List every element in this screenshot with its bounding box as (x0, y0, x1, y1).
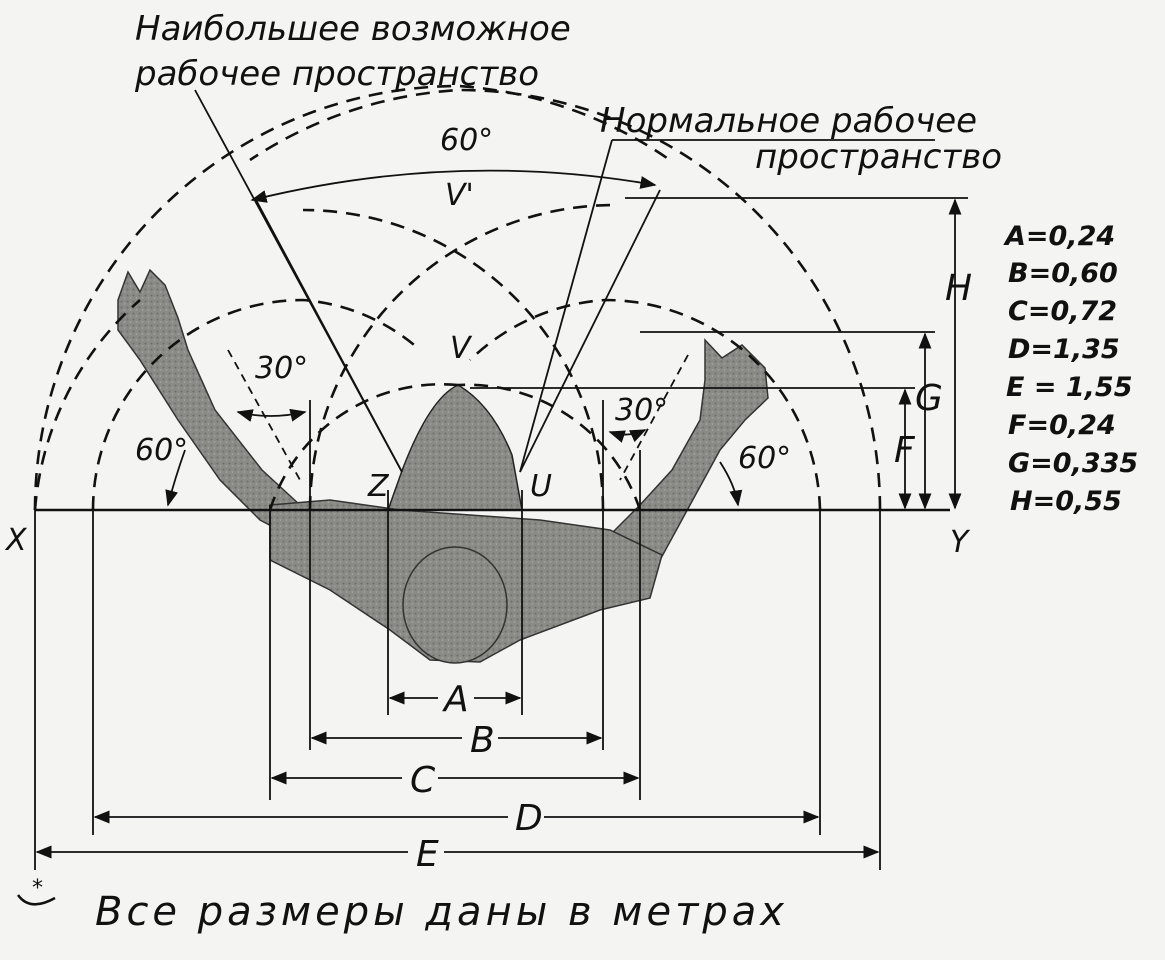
angle-30-right-arrow (608, 429, 647, 443)
point-v-prime: V' (445, 178, 474, 213)
legend-d: D=1,35 (1008, 334, 1120, 365)
legend-e: E = 1,55 (1006, 372, 1132, 403)
label-max-space-line1: Наибольшее возможное (135, 9, 571, 49)
legend-a: A=0,24 (1003, 221, 1115, 252)
legend-f: F=0,24 (1008, 410, 1116, 441)
dim-letter-c: C (410, 760, 436, 801)
legend-c: C=0,72 (1008, 296, 1117, 327)
normal-arc-left (91, 298, 421, 511)
dim-letter-b: B (470, 720, 495, 761)
dim-letter-f: F (894, 430, 916, 471)
angle-30-left: 30° (255, 351, 308, 386)
dimension-legend: A=0,24 B=0,60 C=0,72 D=1,35 E = 1,55 F=0… (1003, 221, 1138, 517)
legend-g: G=0,335 (1008, 448, 1138, 479)
legend-h: H=0,55 (1010, 486, 1122, 517)
angle-60-top: 60° (440, 123, 493, 158)
human-figure (117, 268, 769, 664)
footnote-mark-icon: * (16, 876, 56, 906)
angle-60-left-arrow (165, 449, 186, 507)
max-arc-left-inner (33, 299, 141, 511)
dim-letter-e: E (416, 834, 439, 875)
label-normal-space-line1: Нормальное рабочее (600, 101, 977, 141)
normal-overlap-zone (386, 384, 523, 511)
point-v: V (450, 331, 473, 366)
max-arc-left (33, 84, 671, 511)
leader-normal-space-1 (519, 139, 613, 473)
svg-text:*: * (32, 876, 43, 901)
footnote-text: Все размеры даны в метрах (95, 889, 788, 935)
point-u: U (530, 469, 552, 504)
dim-letter-h: H (945, 268, 972, 309)
angle-60-left: 60° (135, 433, 188, 468)
label-max-space-line2: рабочее пространство (134, 54, 539, 94)
axis-y-label: Y (950, 525, 971, 560)
angle-30-right-line (619, 354, 689, 481)
label-normal-space-line2: пространство (755, 137, 1002, 177)
leader-normal-space-2 (519, 189, 661, 473)
dim-letter-d: D (515, 798, 543, 839)
normal-arc-left-mid (268, 383, 459, 511)
axis-x-label: X (4, 523, 28, 558)
normal-arc-right-mid (457, 383, 642, 511)
dim-letter-a: A (442, 679, 469, 720)
angle-30-right: 30° (615, 393, 668, 428)
head (402, 546, 508, 664)
angle-60-right: 60° (738, 441, 791, 476)
leader-max-space-2 (254, 197, 403, 473)
legend-b: B=0,60 (1008, 258, 1118, 289)
angle-60-right-arrow (719, 461, 743, 507)
angle-60-top-arc (250, 169, 657, 203)
max-arc-center-right (302, 208, 605, 511)
angle-30-left-arrow (236, 408, 307, 422)
left-arm (117, 268, 301, 542)
point-z: Z (367, 469, 390, 504)
dim-letter-g: G (915, 378, 943, 419)
normal-arc-right (469, 298, 822, 511)
max-arc-center-left (308, 203, 616, 511)
max-arc-right (249, 88, 882, 511)
